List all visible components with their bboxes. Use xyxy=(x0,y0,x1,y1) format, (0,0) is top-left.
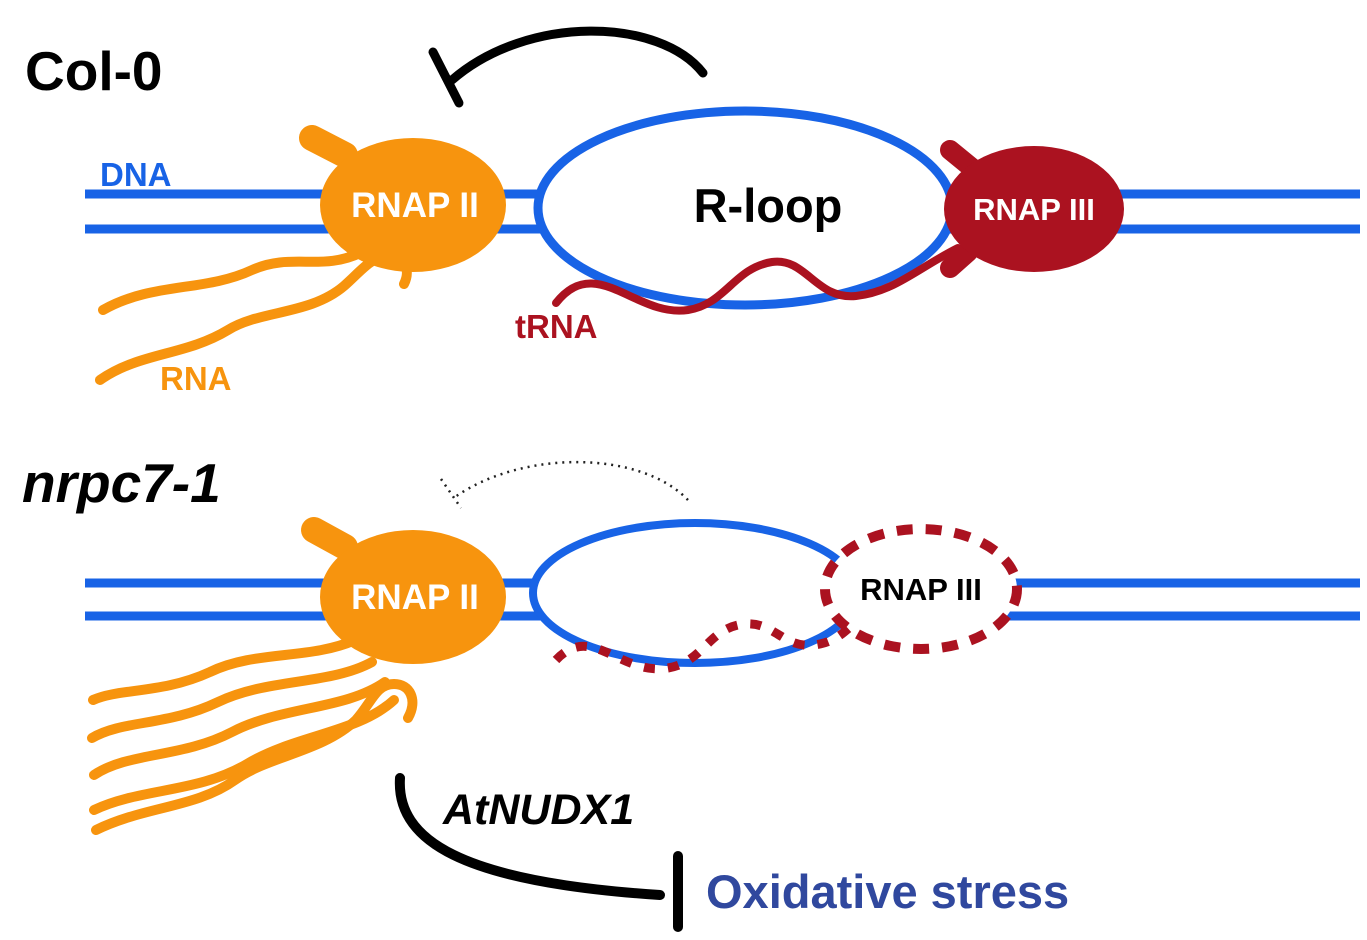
dotted-trna-strand xyxy=(552,618,859,674)
rnap2-tail xyxy=(299,125,358,168)
rnap2-label: RNAP II xyxy=(351,186,479,225)
atnudx1-arrow-arc xyxy=(394,773,665,900)
rna-strand xyxy=(98,247,367,315)
rnap3-label: RNAP III xyxy=(860,572,982,607)
rnap3-tail-top xyxy=(940,140,982,178)
panel-col0: Col-0 DNA tRNA RNA RNAP II RNAP III R-lo… xyxy=(25,26,1360,397)
rnap2-tail xyxy=(301,517,358,560)
rna-strand xyxy=(89,677,390,780)
oxidative-stress-label: Oxidative stress xyxy=(706,865,1069,918)
rnap3-label: RNAP III xyxy=(973,192,1095,227)
rnap2-label: RNAP II xyxy=(351,578,479,617)
rnap3-dotted-blob xyxy=(820,524,1022,654)
rnap3-tail-bottom xyxy=(940,242,978,278)
trna-strand xyxy=(552,244,962,315)
rna-strand xyxy=(87,657,377,743)
rna-strand xyxy=(91,678,418,835)
panel-nrpc7-title: nrpc7-1 xyxy=(22,452,221,514)
dna-label: DNA xyxy=(100,156,172,193)
atnudx1-label: AtNUDX1 xyxy=(442,786,634,834)
rnap2-blob xyxy=(320,138,506,272)
rnap2-blob xyxy=(320,530,506,664)
trna-label: tRNA xyxy=(515,308,597,345)
dotted-inhibition-arrow-arc xyxy=(454,460,689,501)
dotted-inhibition-arrow-tbar xyxy=(439,478,463,509)
rnap3-blob xyxy=(944,146,1124,272)
panel-nrpc7: nrpc7-1 RNAP III RNAP II AtNUDX1 Oxidati… xyxy=(22,452,1360,932)
panel-col0-title: Col-0 xyxy=(25,40,163,102)
rloop-label: R-loop xyxy=(694,179,843,232)
rna-strand xyxy=(88,635,360,705)
inhibition-arrow-arc xyxy=(447,26,708,85)
inhibition-arrow-tbar xyxy=(428,47,464,108)
rna-label: RNA xyxy=(160,360,232,397)
